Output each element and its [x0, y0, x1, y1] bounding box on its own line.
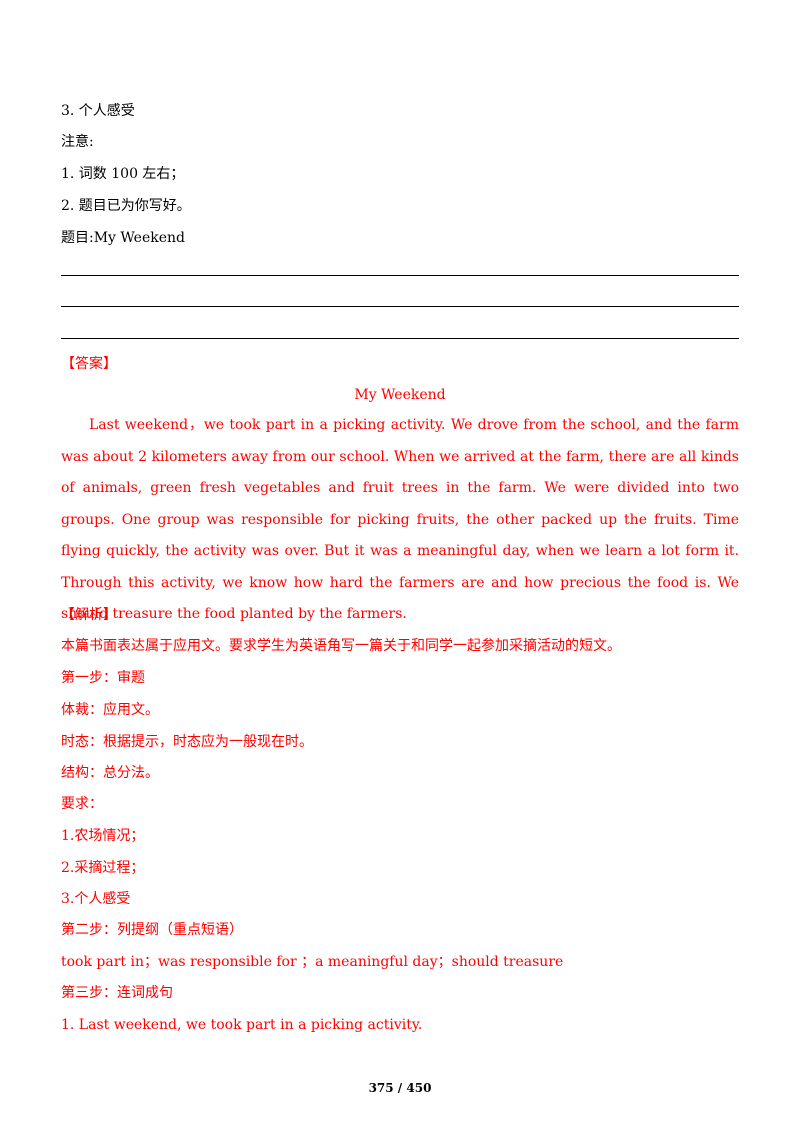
analysis-genre: 体裁：应用文。 — [61, 702, 159, 718]
essay-body: Last weekend，we took part in a picking a… — [61, 417, 739, 622]
note-word-count: 1. 词数 100 左右； — [61, 166, 185, 182]
requirement-item-3: 3. 个人感受 — [61, 103, 135, 119]
analysis-sentence-1: 1. Last weekend, we took part in a picki… — [61, 1017, 423, 1033]
analysis-step-2: 第二步：列提纲（重点短语） — [61, 922, 243, 938]
analysis-requirement-1: 1.农场情况； — [61, 828, 145, 844]
analysis-heading: 【解析】 — [61, 607, 117, 623]
essay-prompt-title: 题目:My Weekend — [61, 230, 185, 246]
analysis-requirement-3: 3.个人感受 — [61, 891, 131, 907]
analysis-step-1: 第一步：审题 — [61, 670, 145, 686]
analysis-requirement-2: 2.采摘过程； — [61, 860, 145, 876]
note-title-given: 2. 题目已为你写好。 — [61, 198, 191, 214]
analysis-step-3: 第三步：连词成句 — [61, 985, 173, 1001]
analysis-structure: 结构：总分法。 — [61, 765, 159, 781]
answer-heading: 【答案】 — [61, 356, 117, 372]
analysis-key-phrases: took part in；was responsible for ；a mean… — [61, 954, 564, 970]
writing-line-3 — [61, 338, 739, 339]
analysis-tense: 时态：根据提示，时态应为一般现在时。 — [61, 734, 313, 750]
analysis-requirements-label: 要求： — [61, 796, 103, 812]
analysis-intro: 本篇书面表达属于应用文。要求学生为英语角写一篇关于和同学一起参加采摘活动的短文。 — [61, 638, 621, 654]
writing-line-2 — [61, 306, 739, 307]
writing-line-1 — [61, 275, 739, 276]
note-label: 注意: — [61, 134, 94, 150]
page-number: 375 / 450 — [368, 1081, 432, 1095]
essay-title: My Weekend — [354, 387, 446, 403]
